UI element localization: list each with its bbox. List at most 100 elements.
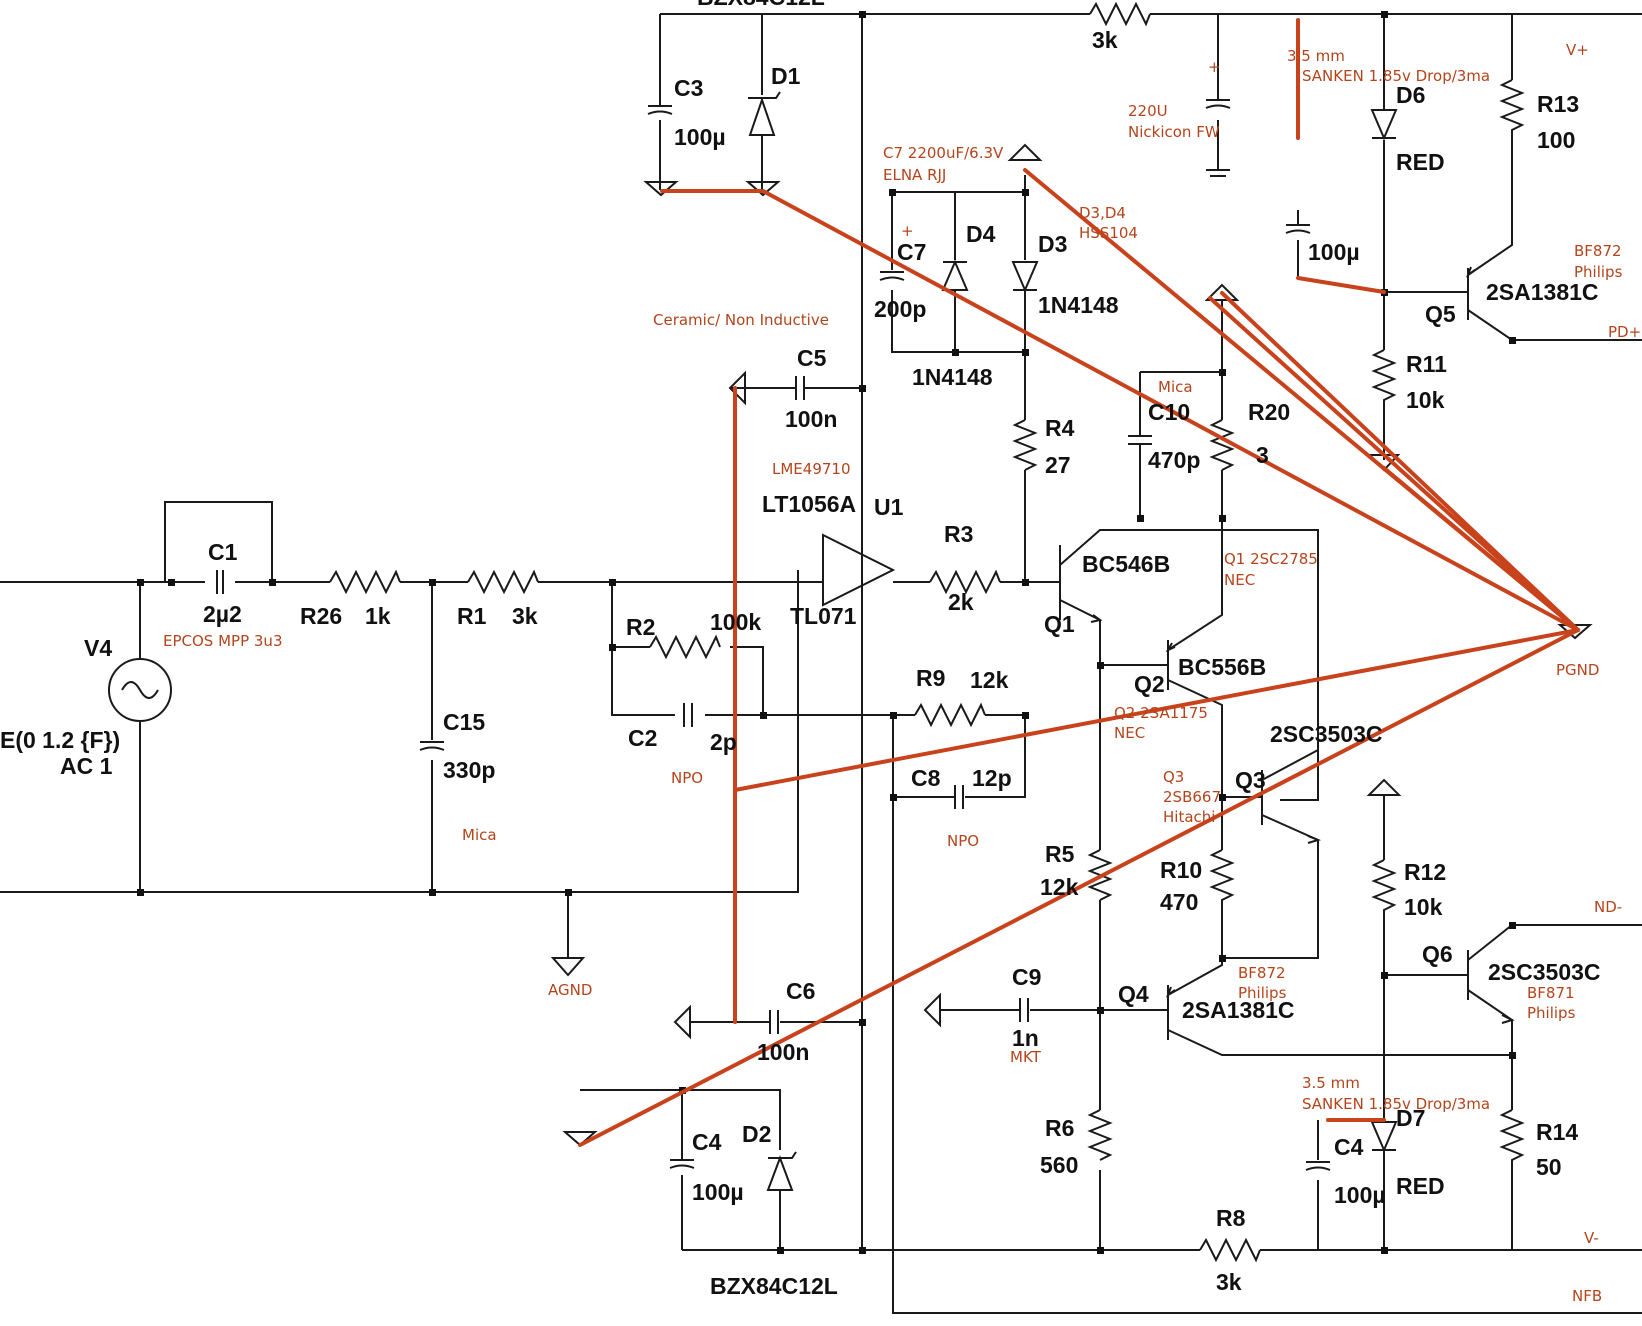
r4-value: 27 xyxy=(1045,452,1071,478)
note-c7-1: C7 2200uF/6.3V xyxy=(883,144,1004,162)
r14-value: 50 xyxy=(1536,1154,1562,1180)
r3-value: 2k xyxy=(948,589,974,615)
u1-alt: TL071 xyxy=(790,603,857,629)
zener-bottom-value: BZX84C12L xyxy=(710,1273,838,1299)
note-c7-2: ELNA RJJ xyxy=(883,166,946,184)
note-mica-1: Mica xyxy=(462,826,497,844)
red-overlay xyxy=(578,18,1580,1147)
r2-ref: R2 xyxy=(626,614,655,640)
c5-value: 100n xyxy=(785,406,837,432)
c3-ref: C3 xyxy=(674,75,703,101)
d2-ref: D2 xyxy=(742,1121,771,1147)
c2-value: 2p xyxy=(710,729,737,755)
r-top-value: 3k xyxy=(1092,27,1118,53)
c10-ref: C10 xyxy=(1148,399,1190,425)
r26-value: 1k xyxy=(365,603,391,629)
c7-ref: C7 xyxy=(897,239,926,265)
r10-ref: R10 xyxy=(1160,857,1202,883)
q6-ref: Q6 xyxy=(1422,941,1453,967)
q2-value: BC556B xyxy=(1178,654,1266,680)
note-q3-1: Q3 xyxy=(1163,768,1184,786)
note-ceramic-top: Ceramic/ Non Inductive xyxy=(653,311,829,329)
d3-value: 1N4148 xyxy=(1038,292,1119,318)
c6-ref: C6 xyxy=(786,978,815,1004)
v4-line1: E(0 1.2 {F}) xyxy=(0,727,120,753)
note-bf871-2: Philips xyxy=(1527,1004,1576,1022)
note-sanken-bot-1: 3.5 mm xyxy=(1302,1074,1360,1092)
note-pdplus: PD+ xyxy=(1608,323,1641,341)
q3-value: 2SC3503C xyxy=(1270,721,1383,747)
note-sanken-top-1: 3.5 mm xyxy=(1287,47,1345,65)
v4-ref: V4 xyxy=(84,635,112,661)
c10-value: 470p xyxy=(1148,447,1200,473)
c4a-value: 100µ xyxy=(692,1179,744,1205)
note-plus-2: + xyxy=(901,222,914,240)
r13-value: 100 xyxy=(1537,127,1575,153)
note-d3d4-1: D3,D4 xyxy=(1079,204,1126,222)
d4-value: 1N4148 xyxy=(912,364,993,390)
c-top-value: 100µ xyxy=(1308,239,1360,265)
note-q2-1: Q2 2SA1175 xyxy=(1114,704,1208,722)
q4-value: 2SA1381C xyxy=(1182,997,1295,1023)
note-npo-2: NPO xyxy=(947,832,979,850)
r9-value: 12k xyxy=(970,667,1009,693)
note-d3d4-2: HSS104 xyxy=(1079,224,1138,242)
note-mkt: MKT xyxy=(1010,1048,1042,1066)
note-bf872-top-1: BF872 xyxy=(1574,242,1622,260)
note-lme: LME49710 xyxy=(772,460,851,478)
c8-ref: C8 xyxy=(911,765,941,791)
d7-ref: D7 xyxy=(1396,1105,1425,1131)
note-nick-1: 220U xyxy=(1128,102,1168,120)
r11-value: 10k xyxy=(1406,387,1445,413)
note-q3-3: Hitachi xyxy=(1163,808,1215,826)
note-vminus: V- xyxy=(1584,1229,1599,1247)
v4-line2: AC 1 xyxy=(60,753,113,779)
r13-ref: R13 xyxy=(1537,91,1579,117)
c7-value: 200p xyxy=(874,296,926,322)
note-q2-2: NEC xyxy=(1114,724,1145,742)
c9-value: 1n xyxy=(1012,1025,1039,1051)
wires xyxy=(0,13,1642,1314)
component-labels: C1 2µ2 R26 1k R1 3k C15 330p V4 E(0 1.2 … xyxy=(0,0,1601,1299)
q1-ref: Q1 xyxy=(1044,611,1075,637)
r3-ref: R3 xyxy=(944,521,973,547)
symbols xyxy=(108,1,1593,1263)
r11-ref: R11 xyxy=(1406,351,1447,377)
q4-ref: Q4 xyxy=(1118,981,1149,1007)
annotations: EPCOS MPP 3u3 Ceramic/ Non Inductive LME… xyxy=(163,41,1641,1305)
d6-ref: D6 xyxy=(1396,82,1425,108)
d4-ref: D4 xyxy=(966,221,996,247)
note-pgnd: PGND xyxy=(1556,661,1599,679)
note-plus-1: + xyxy=(1208,58,1221,76)
r26-ref: R26 xyxy=(300,603,342,629)
r9-ref: R9 xyxy=(916,665,945,691)
note-bf872-mid-1: BF872 xyxy=(1238,964,1286,982)
u1-value: LT1056A xyxy=(762,491,856,517)
d3-ref: D3 xyxy=(1038,231,1067,257)
note-bf871-1: BF871 xyxy=(1527,984,1575,1002)
note-q1-1: Q1 2SC2785 xyxy=(1224,550,1318,568)
d1-ref: D1 xyxy=(771,63,801,89)
c1-ref: C1 xyxy=(208,539,238,565)
r1-value: 3k xyxy=(512,603,538,629)
zener-top-value: BZX84C12L xyxy=(697,0,825,10)
c4b-value: 100µ xyxy=(1334,1182,1386,1208)
q3-ref: Q3 xyxy=(1235,767,1266,793)
r12-value: 10k xyxy=(1404,894,1443,920)
note-q1-2: NEC xyxy=(1224,571,1255,589)
c5-ref: C5 xyxy=(797,345,827,371)
note-nfb: NFB xyxy=(1572,1287,1602,1305)
junctions xyxy=(137,11,1516,1254)
c6-value: 100n xyxy=(757,1039,809,1065)
r2-value: 100k xyxy=(710,609,761,635)
r4-ref: R4 xyxy=(1045,415,1075,441)
c3-value: 100µ xyxy=(674,124,726,150)
r20-value: 3 xyxy=(1256,442,1269,468)
note-nick-2: Nickicon FW xyxy=(1128,123,1220,141)
note-npo-1: NPO xyxy=(671,769,703,787)
r1-ref: R1 xyxy=(457,603,487,629)
c1-value: 2µ2 xyxy=(203,601,242,627)
r6-value: 560 xyxy=(1040,1152,1078,1178)
q1-value: BC546B xyxy=(1082,551,1170,577)
